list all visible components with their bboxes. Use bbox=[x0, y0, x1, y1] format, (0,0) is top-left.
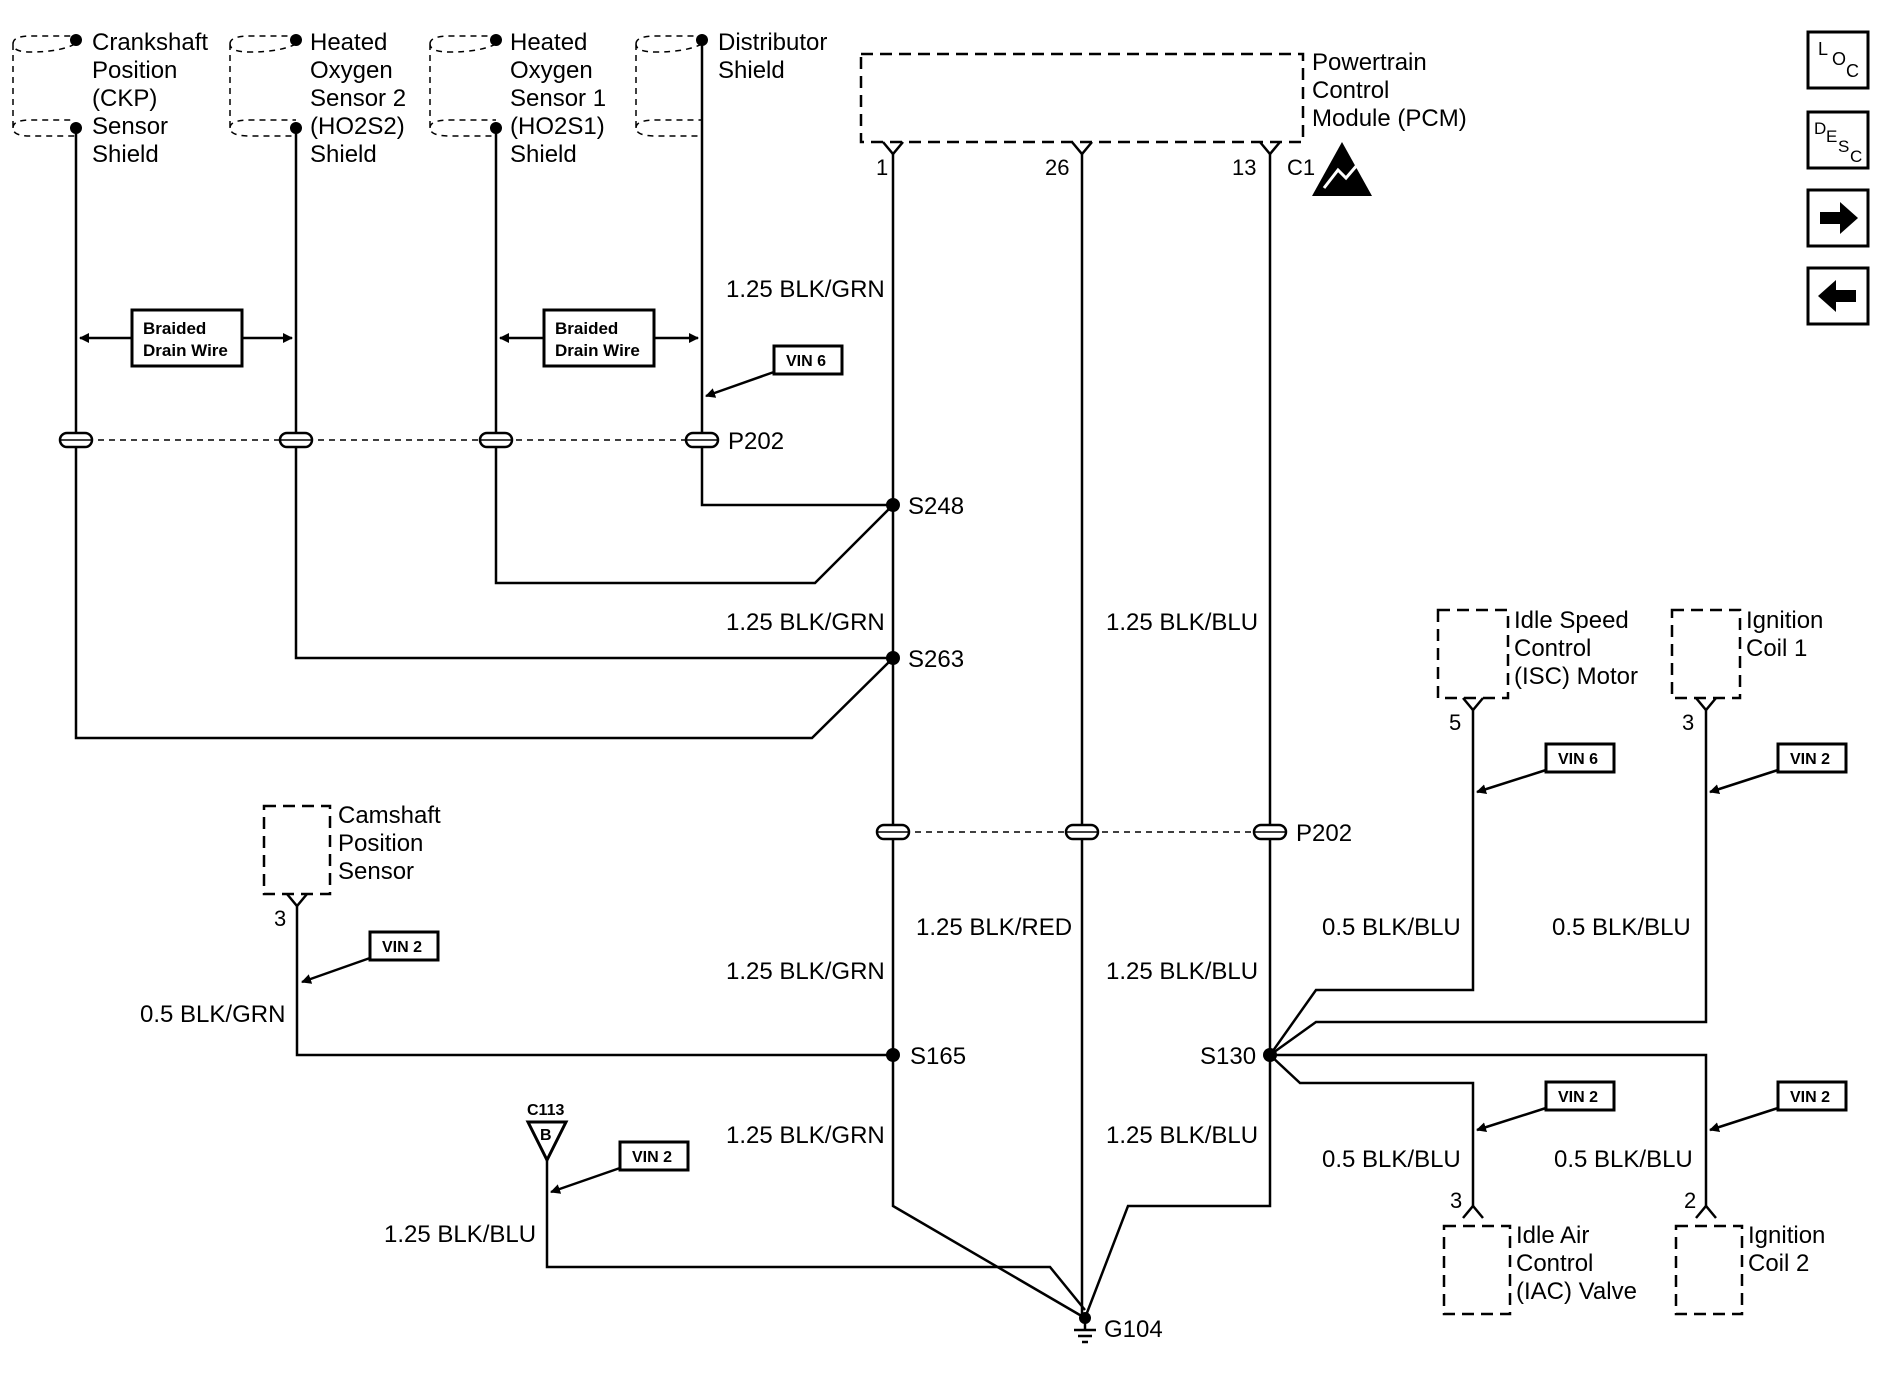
esd-warning-icon bbox=[1312, 142, 1372, 196]
svg-text:1.25 BLK/BLU: 1.25 BLK/BLU bbox=[1106, 1122, 1258, 1149]
connector-p202-top: P202 bbox=[58, 428, 784, 455]
svg-text:B: B bbox=[540, 1127, 552, 1144]
svg-text:S263: S263 bbox=[908, 646, 964, 673]
svg-text:2: 2 bbox=[1684, 1188, 1696, 1213]
splice-s263 bbox=[886, 651, 900, 665]
svg-text:1.25 BLK/BLU: 1.25 BLK/BLU bbox=[1106, 958, 1258, 985]
svg-text:P202: P202 bbox=[1296, 820, 1352, 847]
svg-text:3: 3 bbox=[1450, 1188, 1462, 1213]
svg-text:VIN 2: VIN 2 bbox=[1790, 751, 1830, 768]
svg-text:S165: S165 bbox=[910, 1043, 966, 1070]
svg-text:0.5 BLK/BLU: 0.5 BLK/BLU bbox=[1322, 914, 1461, 941]
svg-text:VIN 2: VIN 2 bbox=[382, 939, 422, 956]
previous-page-button[interactable] bbox=[1806, 266, 1870, 326]
pcm-pin1-trunk: S248 S263 S165 1.25 BLK/GRN 1.25 BLK/GRN… bbox=[726, 154, 1086, 1320]
svg-text:0.5 BLK/GRN: 0.5 BLK/GRN bbox=[140, 1001, 285, 1028]
svg-text:1.25 BLK/GRN: 1.25 BLK/GRN bbox=[726, 958, 885, 985]
next-page-button[interactable] bbox=[1806, 188, 1870, 248]
location-button[interactable]: L O C bbox=[1806, 30, 1870, 90]
splice-s248 bbox=[886, 498, 900, 512]
svg-text:L: L bbox=[1818, 39, 1828, 59]
connector-c113: C113 B VIN 2 1.25 BLK/BLU bbox=[384, 1102, 1086, 1311]
pcm-pin-26: 26 bbox=[1045, 155, 1069, 180]
svg-text:1.25 BLK/GRN: 1.25 BLK/GRN bbox=[726, 1122, 885, 1149]
svg-text:VIN 2: VIN 2 bbox=[1790, 1089, 1830, 1106]
svg-text:VIN 2: VIN 2 bbox=[1558, 1089, 1598, 1106]
pcm-pin-13: 13 bbox=[1232, 155, 1256, 180]
svg-text:P202: P202 bbox=[728, 428, 784, 455]
pcm-pin26-wire: 1.25 BLK/RED bbox=[916, 154, 1084, 1318]
connector-p202-bottom: P202 bbox=[875, 820, 1352, 847]
svg-text:0.5 BLK/BLU: 0.5 BLK/BLU bbox=[1322, 1146, 1461, 1173]
arrow-right-icon bbox=[1820, 202, 1858, 234]
svg-text:S: S bbox=[1838, 137, 1849, 156]
svg-text:S248: S248 bbox=[908, 493, 964, 520]
svg-text:0.5 BLK/BLU: 0.5 BLK/BLU bbox=[1552, 914, 1691, 941]
svg-text:1.25 BLK/BLU: 1.25 BLK/BLU bbox=[384, 1221, 536, 1248]
arrow-left-icon bbox=[1818, 280, 1856, 312]
svg-text:5: 5 bbox=[1449, 710, 1461, 735]
description-button[interactable]: D E S C bbox=[1806, 110, 1870, 170]
svg-text:3: 3 bbox=[274, 906, 286, 931]
svg-text:O: O bbox=[1832, 49, 1846, 69]
pcm-pin-1: 1 bbox=[876, 155, 888, 180]
svg-text:3: 3 bbox=[1682, 710, 1694, 735]
svg-text:1.25 BLK/GRN: 1.25 BLK/GRN bbox=[726, 276, 885, 303]
pcm-connector-c1: C1 bbox=[1287, 155, 1315, 180]
svg-text:E: E bbox=[1826, 127, 1837, 146]
svg-text:VIN 6: VIN 6 bbox=[786, 353, 826, 370]
svg-text:C113: C113 bbox=[527, 1102, 564, 1119]
pcm-pin13-wire: S130 1.25 BLK/BLU 1.25 BLK/BLU 1.25 BLK/… bbox=[1083, 154, 1277, 1319]
svg-text:C: C bbox=[1846, 61, 1859, 81]
svg-text:VIN 2: VIN 2 bbox=[632, 1149, 672, 1166]
svg-text:G104: G104 bbox=[1104, 1316, 1163, 1343]
svg-text:C: C bbox=[1850, 147, 1862, 166]
svg-text:0.5 BLK/BLU: 0.5 BLK/BLU bbox=[1554, 1146, 1693, 1173]
svg-text:S130: S130 bbox=[1200, 1043, 1256, 1070]
svg-text:D: D bbox=[1814, 119, 1826, 138]
svg-text:1.25 BLK/RED: 1.25 BLK/RED bbox=[916, 914, 1072, 941]
svg-text:1.25 BLK/BLU: 1.25 BLK/BLU bbox=[1106, 609, 1258, 636]
vin-tag-distributor: VIN 6 bbox=[705, 344, 844, 398]
svg-text:1.25 BLK/GRN: 1.25 BLK/GRN bbox=[726, 609, 885, 636]
svg-text:VIN 6: VIN 6 bbox=[1558, 751, 1598, 768]
ground-g104: G104 bbox=[1074, 1312, 1163, 1344]
